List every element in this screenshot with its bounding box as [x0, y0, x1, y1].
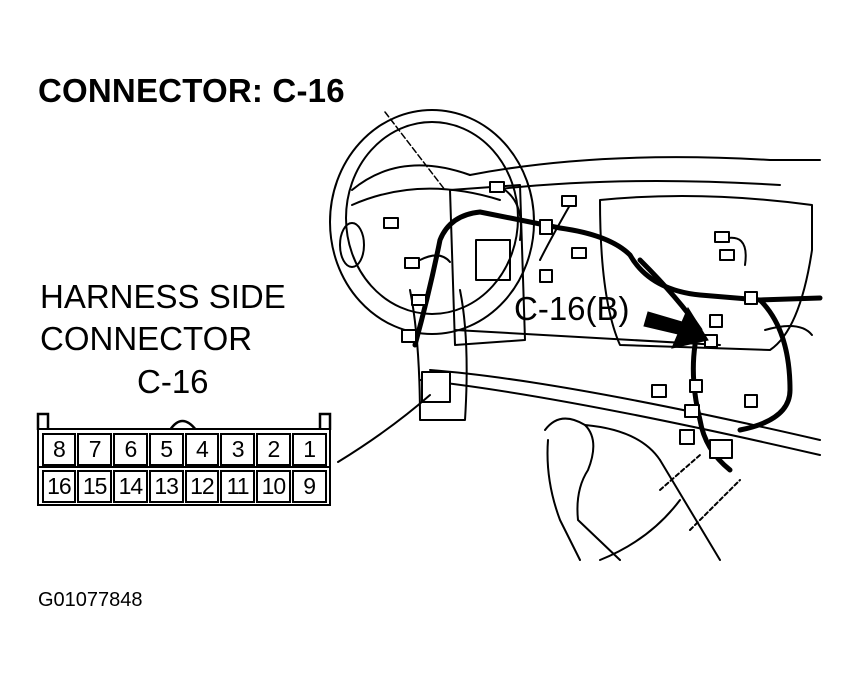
pin-5: 5: [148, 433, 184, 466]
pin-12: 12: [184, 470, 220, 503]
steering-wheel: [329, 109, 535, 335]
connector-callout-label: C-16(B): [514, 290, 630, 327]
pin-9: 9: [291, 470, 327, 503]
harness-label-line2: CONNECTOR: [40, 320, 253, 357]
figure-id: G01077848: [38, 589, 143, 611]
pin-7: 7: [77, 433, 112, 466]
connector-divider: [39, 466, 329, 468]
pin-11: 11: [220, 470, 255, 503]
pin-4: 4: [184, 433, 220, 466]
connector-row-top: 8 7 6 5 4 3 2 1: [41, 433, 327, 466]
pin-16: 16: [41, 470, 77, 503]
pin-14: 14: [113, 470, 148, 503]
page-title: CONNECTOR: C-16: [38, 72, 345, 109]
connector-leader-line: [337, 394, 431, 463]
harness-label-line1: HARNESS SIDE: [40, 278, 286, 315]
pin-3: 3: [220, 433, 255, 466]
pin-8: 8: [41, 433, 77, 466]
pin-6: 6: [113, 433, 148, 466]
arrow-icon: [643, 306, 709, 349]
connector-row-bottom: 16 15 14 13 12 11 10 9: [41, 470, 327, 503]
pin-13: 13: [148, 470, 184, 503]
pin-10: 10: [256, 470, 291, 503]
floor-console: [544, 417, 721, 561]
pin-15: 15: [77, 470, 112, 503]
harness-side-connector: 8 7 6 5 4 3 2 1 16 15 14 13 12 11 10 9: [37, 428, 331, 506]
connector-housing-detail: [36, 412, 332, 431]
pin-2: 2: [256, 433, 291, 466]
pin-1: 1: [291, 433, 327, 466]
dashed-wires: [659, 454, 741, 531]
harness-label-line3: C-16: [137, 363, 209, 400]
title-leader-line: [384, 111, 446, 191]
